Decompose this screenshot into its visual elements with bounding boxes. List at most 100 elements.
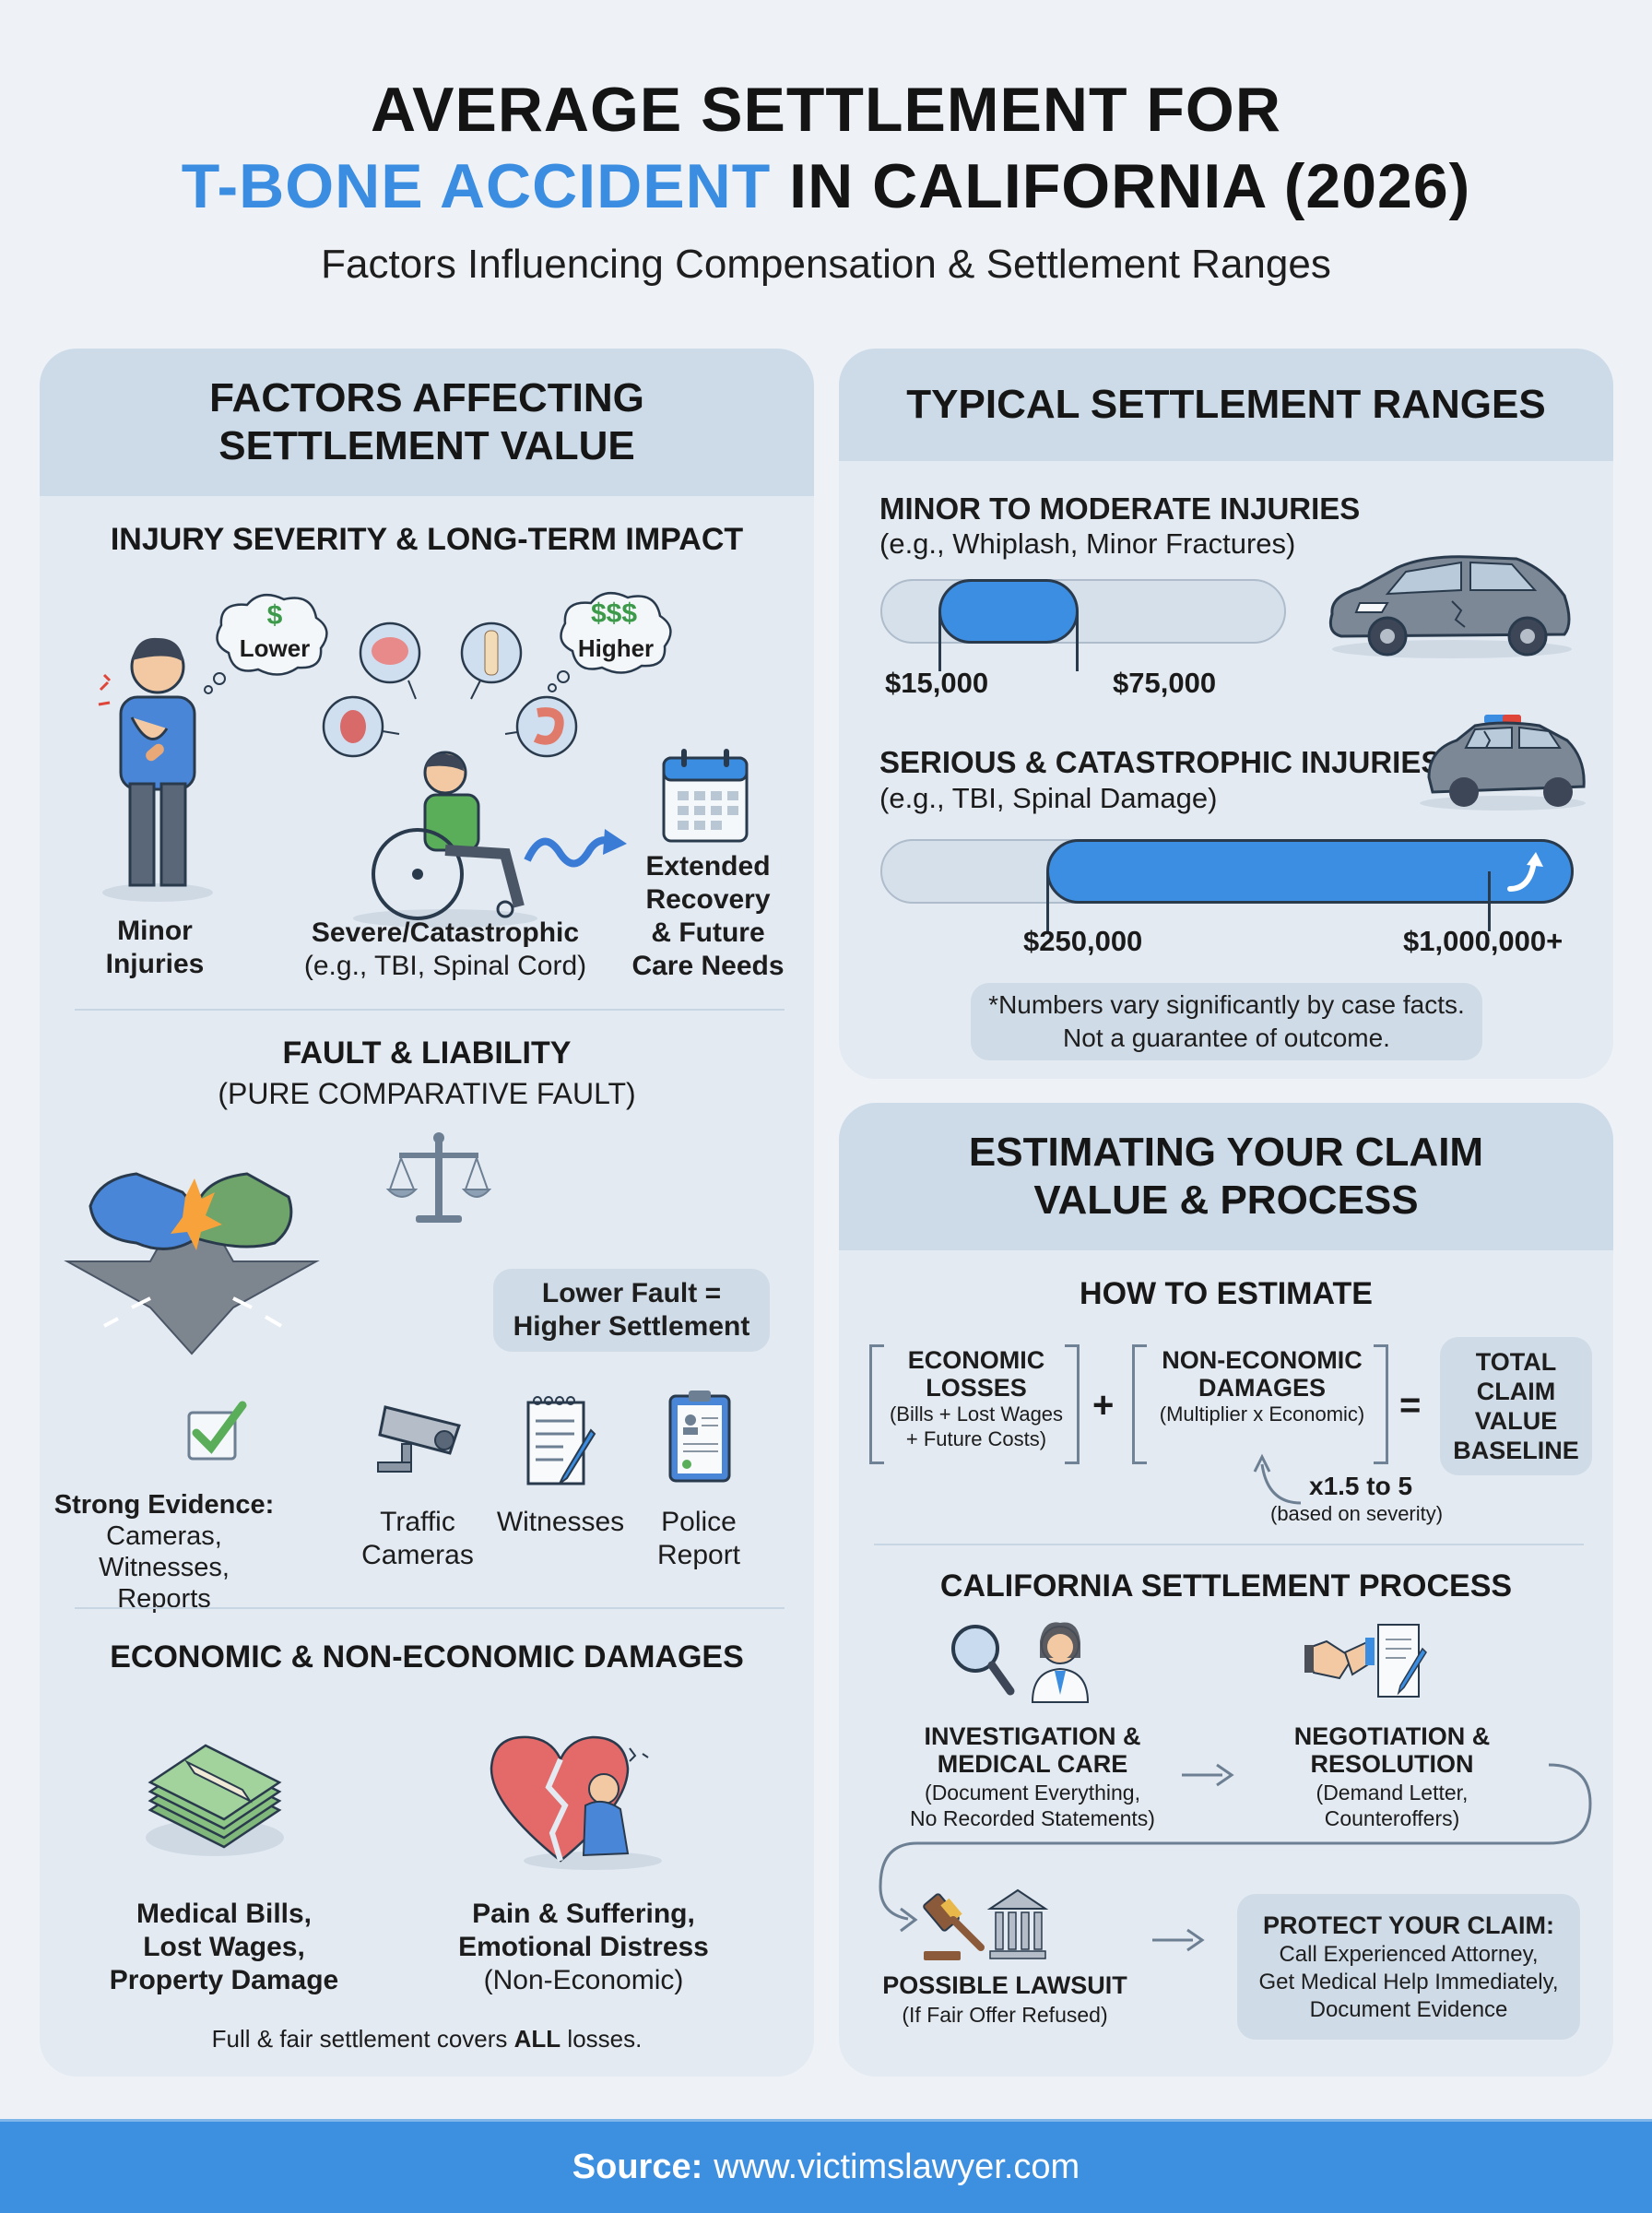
extended-line3: & Future xyxy=(651,917,765,948)
callout-line1: Lower Fault = xyxy=(541,1278,722,1308)
source-footer: Source: www.victimslawyer.com xyxy=(0,2119,1652,2213)
step2-title: NEGOTIATION & RESOLUTION xyxy=(1258,1722,1526,1778)
non-economic-damages-label: Pain & Suffering, Emotional Distress (No… xyxy=(445,1898,722,1997)
police-line2: Report xyxy=(656,1540,741,1570)
traffic-line1: Traffic xyxy=(380,1507,455,1537)
extended-line4: Care Needs xyxy=(631,951,785,981)
factors-panel-header: FACTORS AFFECTING SETTLEMENT VALUE xyxy=(40,349,814,496)
lower-fault-callout-box: Lower Fault = Higher Settlement xyxy=(493,1269,770,1352)
broken-heart-distress-icon xyxy=(490,1735,662,1870)
divider xyxy=(874,1544,1584,1545)
non-economic-damages-term: NON-ECONOMIC DAMAGES (Multiplier x Econo… xyxy=(1139,1346,1386,1426)
econ-term-line3: (Bills + Lost Wages xyxy=(889,1402,1064,1426)
fault-heading: FAULT & LIABILITY xyxy=(282,1035,572,1071)
traffic-line2: Cameras xyxy=(361,1540,474,1570)
serious-high-tick xyxy=(1488,871,1491,931)
calendar-icon xyxy=(662,749,749,843)
protect-your-claim-box: PROTECT YOUR CLAIM: Call Experienced Att… xyxy=(1237,1894,1580,2040)
factors-title-line2: SETTLEMENT VALUE xyxy=(218,423,635,468)
courthouse-icon xyxy=(986,1888,1049,1959)
arrow-up-right-icon xyxy=(1507,852,1543,892)
bracket-left xyxy=(869,1344,884,1464)
footnote-bold: ALL xyxy=(513,2025,561,2053)
disclaimer-line2: Not a guarantee of outcome. xyxy=(1063,1024,1390,1052)
protect-title: PROTECT YOUR CLAIM: xyxy=(1263,1911,1554,1939)
step1-title: INVESTIGATION & MEDICAL CARE xyxy=(894,1722,1171,1778)
witnesses-label: Witnesses xyxy=(496,1507,625,1537)
nonecon-line2: Emotional Distress xyxy=(458,1932,709,1962)
disclaimer-box: *Numbers vary significantly by case fact… xyxy=(971,983,1482,1060)
step1-line3: (Document Everything, xyxy=(925,1781,1140,1805)
gavel-icon xyxy=(923,1893,985,1960)
crashed-police-car-icon xyxy=(1420,715,1586,811)
nonecon-term-line2: DAMAGES xyxy=(1198,1374,1326,1402)
step1-line2: MEDICAL CARE xyxy=(937,1750,1128,1778)
wave-arrow-icon xyxy=(524,829,627,868)
serious-range-low: $250,000 xyxy=(1023,925,1143,957)
scales-of-justice-icon xyxy=(385,1132,492,1223)
process-heading: CALIFORNIA SETTLEMENT PROCESS xyxy=(939,1568,1513,1604)
factors-panel: FACTORS AFFECTING SETTLEMENT VALUE INJUR… xyxy=(40,349,814,2077)
damages-footnote: Full & fair settlement covers ALL losses… xyxy=(40,2022,814,2055)
nonecon-term-line3: (Multiplier x Economic) xyxy=(1159,1402,1365,1426)
page-subtitle: Factors Influencing Compensation & Settl… xyxy=(321,242,1331,287)
estimate-process-panel: ESTIMATING YOUR CLAIM VALUE & PROCESS HO… xyxy=(839,1103,1613,2077)
minor-line1: Minor xyxy=(117,916,193,946)
minor-high-tick xyxy=(1076,611,1079,671)
police-line1: Police xyxy=(661,1507,737,1537)
severe-injuries-label: Severe/Catastrophic (e.g., TBI, Spinal C… xyxy=(284,917,607,983)
step2-line2: RESOLUTION xyxy=(1310,1750,1474,1778)
economic-losses-term: ECONOMIC LOSSES (Bills + Lost Wages + Fu… xyxy=(876,1346,1077,1451)
econ-line3: Property Damage xyxy=(109,1965,339,1995)
evidence-title: Strong Evidence: xyxy=(53,1490,275,1520)
title-rest: IN CALIFORNIA (2026) xyxy=(771,151,1471,221)
process-flow-connector xyxy=(879,1763,1592,1933)
spine-icon xyxy=(460,621,523,684)
bubble-higher-text: Higher xyxy=(577,634,655,662)
multiplier-range: x1.5 to 5 xyxy=(1309,1472,1413,1500)
minor-range-heading: MINOR TO MODERATE INJURIES xyxy=(879,491,1361,526)
multiplier-note: (based on severity) xyxy=(1270,1502,1444,1525)
total-line2: CLAIM xyxy=(1476,1378,1556,1405)
step1-desc: (Document Everything, No Recorded Statem… xyxy=(876,1780,1189,1831)
handshake-icon xyxy=(1304,1638,1375,1680)
heart-organ-icon xyxy=(322,695,384,758)
divider xyxy=(75,1009,785,1011)
police-report-label: Police Report xyxy=(634,1506,763,1572)
t-bone-crash-icon xyxy=(64,1172,320,1355)
wheelchair-person-icon xyxy=(353,751,537,928)
total-claim-value-box: TOTAL CLAIM VALUE BASELINE xyxy=(1440,1337,1592,1475)
traffic-cameras-label: Traffic Cameras xyxy=(353,1506,482,1572)
economic-damages-label: Medical Bills, Lost Wages, Property Dama… xyxy=(86,1898,362,1997)
step2-line1: NEGOTIATION & xyxy=(1293,1722,1491,1750)
serious-range-fill xyxy=(1046,839,1574,904)
police-report-clipboard-icon xyxy=(668,1391,731,1483)
curved-arrow-icon xyxy=(1253,1453,1302,1505)
handshake-document-icons xyxy=(1304,1624,1427,1698)
arrow-right-icon xyxy=(1182,1763,1234,1787)
minor-injury-person-icon xyxy=(98,637,213,902)
witness-notepad-icon xyxy=(526,1396,596,1485)
nonecon-line1: Pain & Suffering, xyxy=(472,1899,695,1929)
source-link[interactable]: www.victimslawyer.com xyxy=(714,2148,1080,2186)
estimate-title-line2: VALUE & PROCESS xyxy=(1033,1178,1419,1223)
extended-recovery-label: Extended Recovery & Future Care Needs xyxy=(625,850,791,983)
signed-document-icon xyxy=(1377,1624,1427,1698)
damaged-sedan-icon xyxy=(1328,555,1572,658)
plus-operator: + xyxy=(1092,1385,1115,1426)
minor-range-examples: (e.g., Whiplash, Minor Fractures) xyxy=(879,527,1296,560)
page-title-line2: T-BONE ACCIDENT IN CALIFORNIA (2026) xyxy=(0,150,1652,222)
econ-term-line1: ECONOMIC xyxy=(907,1346,1045,1374)
protect-line2: Get Medical Help Immediately, xyxy=(1258,1970,1559,1994)
total-line3: VALUE xyxy=(1474,1407,1558,1435)
step1-line4: No Recorded Statements) xyxy=(910,1806,1155,1830)
fault-subheading: (PURE COMPARATIVE FAULT) xyxy=(218,1077,636,1110)
disclaimer-line1: *Numbers vary significantly by case fact… xyxy=(988,990,1465,1019)
injury-organ-icons xyxy=(322,621,578,758)
minor-range-fill xyxy=(938,579,1079,644)
arrow-right-icon xyxy=(1152,1928,1205,1952)
econ-term-line4: + Future Costs) xyxy=(905,1427,1047,1450)
minor-injuries-label: Minor Injuries xyxy=(77,915,233,981)
money-stack-icon xyxy=(146,1744,284,1856)
estimate-panel-header: ESTIMATING YOUR CLAIM VALUE & PROCESS xyxy=(839,1103,1613,1250)
